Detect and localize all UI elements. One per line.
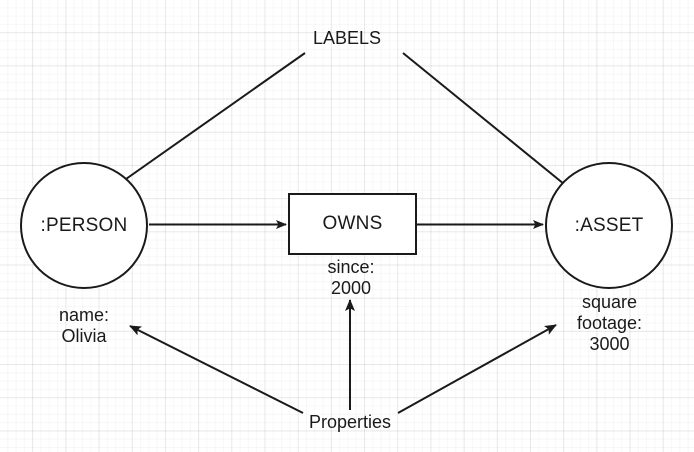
edge-labels-asset [402,52,592,207]
owns-property-text: since: 2000 [327,257,375,299]
node-owns[interactable]: OWNS [288,193,417,255]
labels-caption: LABELS [312,28,382,48]
node-asset[interactable]: :ASSET [545,162,673,289]
person-property-text: name: Olivia [58,305,110,347]
properties-caption: Properties [308,412,392,432]
node-asset-label: :ASSET [574,214,644,236]
node-person-label: :PERSON [40,214,128,236]
edge-properties-footage [397,324,557,414]
asset-property-text: square footage: 3000 [576,292,643,355]
edge-properties-name [129,325,304,414]
edge-labels-person [98,52,306,199]
node-person[interactable]: :PERSON [20,162,148,289]
node-owns-label: OWNS [322,213,383,234]
